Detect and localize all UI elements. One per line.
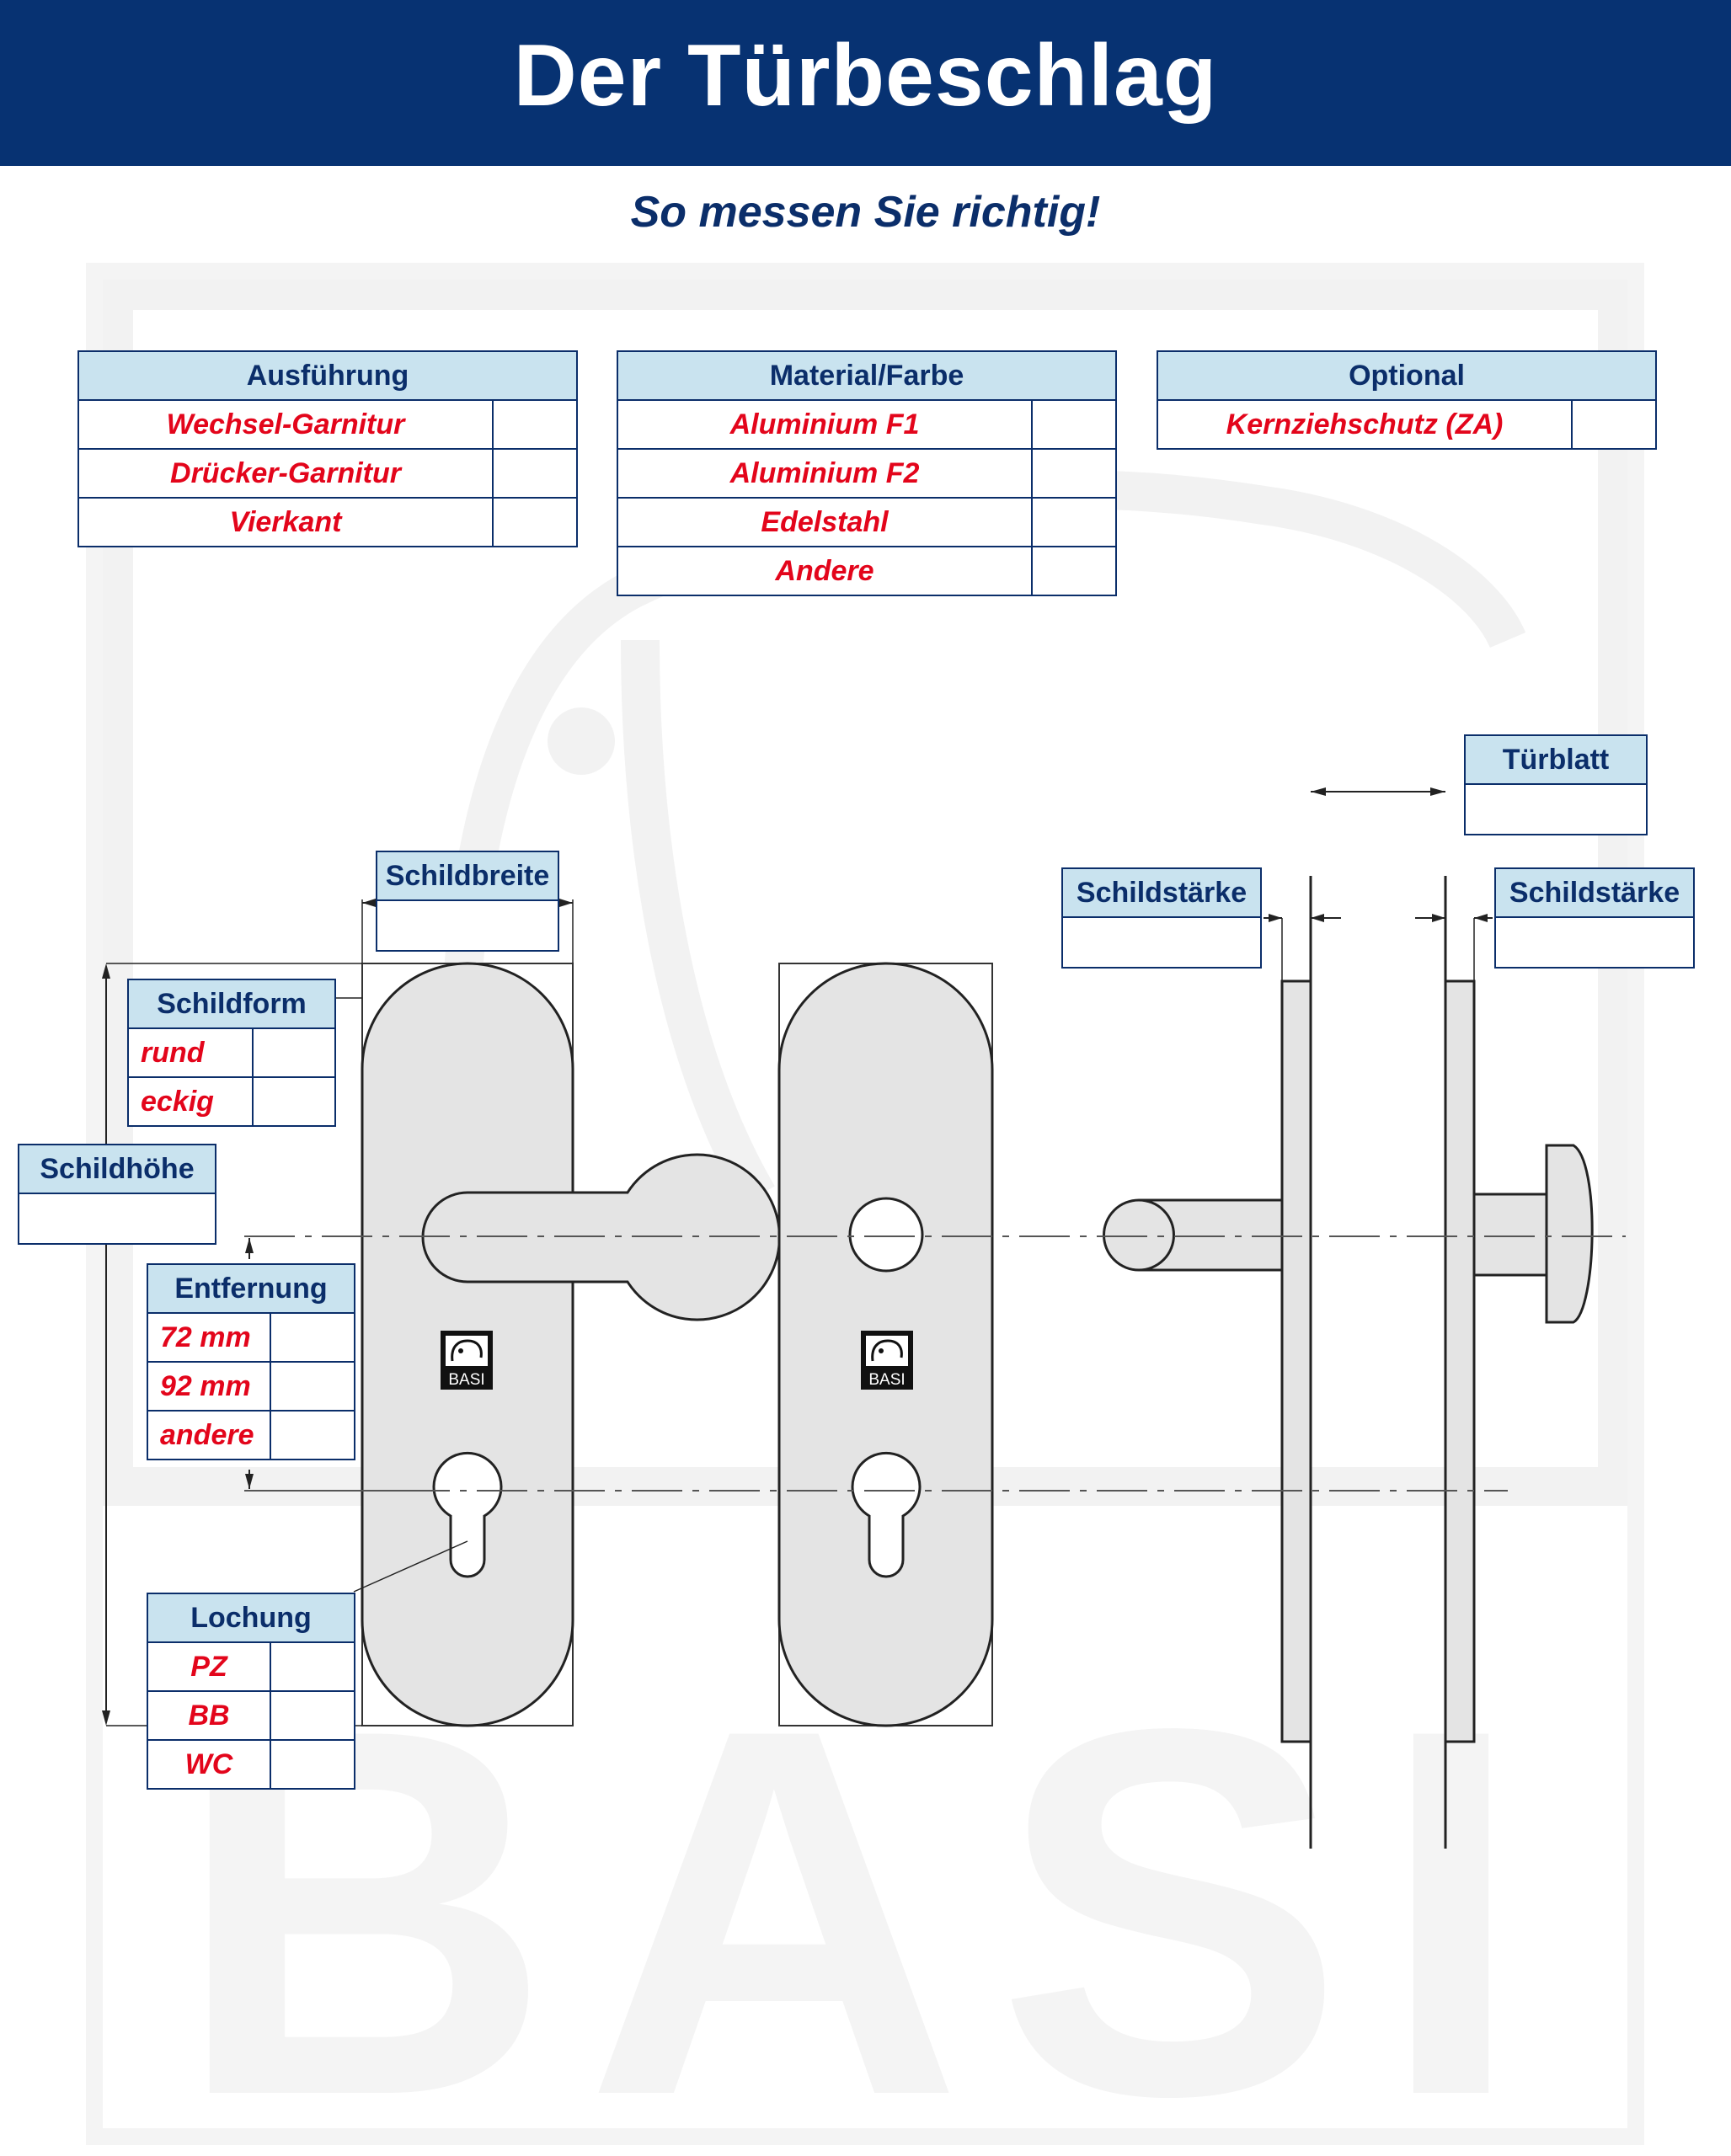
side-plate-left xyxy=(1280,979,1312,1743)
checkbox-aluminium-f1[interactable] xyxy=(1031,399,1117,450)
option-72mm: 72 mm xyxy=(147,1312,271,1363)
table-schildhoehe-header: Schildhöhe xyxy=(18,1144,216,1194)
table-schildstaerke-right: Schildstärke xyxy=(1494,867,1695,969)
table-schildbreite: Schildbreite xyxy=(376,851,559,952)
option-aluminium-f2: Aluminium F2 xyxy=(617,448,1033,499)
checkbox-andere-entfernung[interactable] xyxy=(270,1410,355,1460)
table-entfernung: Entfernung 72 mm 92 mm andere xyxy=(147,1263,355,1460)
side-lever xyxy=(1103,1198,1284,1272)
checkbox-vierkant[interactable] xyxy=(491,497,579,547)
option-eckig: eckig xyxy=(127,1076,254,1127)
svg-text:BASI: BASI xyxy=(868,1371,905,1389)
keyhole-right xyxy=(851,1451,922,1578)
table-schildform-header: Schildform xyxy=(126,979,337,1029)
table-schildstaerke-left: Schildstärke xyxy=(1061,867,1262,969)
option-kernziehschutz: Kernziehschutz (ZA) xyxy=(1157,399,1573,450)
option-rund: rund xyxy=(127,1027,254,1078)
table-lochung: Lochung PZ BB WC xyxy=(147,1593,355,1790)
basi-logo-right: BASI xyxy=(861,1331,913,1390)
checkbox-bb[interactable] xyxy=(270,1690,355,1741)
page-title: Der Türbeschlag xyxy=(513,27,1218,125)
keyhole-left xyxy=(432,1451,503,1578)
checkbox-edelstahl[interactable] xyxy=(1031,497,1117,547)
table-ausfuehrung-header: Ausführung xyxy=(77,350,579,401)
option-92mm: 92 mm xyxy=(147,1361,271,1412)
side-plate-right xyxy=(1444,979,1476,1743)
table-lochung-header: Lochung xyxy=(147,1593,355,1643)
option-druecker-garnitur: Drücker-Garnitur xyxy=(77,448,494,499)
input-tuerblatt[interactable] xyxy=(1464,783,1648,835)
checkbox-wc[interactable] xyxy=(270,1739,355,1790)
table-optional: Optional Kernziehschutz (ZA) xyxy=(1156,350,1658,450)
table-material: Material/Farbe Aluminium F1 Aluminium F2… xyxy=(617,350,1117,596)
option-wechsel-garnitur: Wechsel-Garnitur xyxy=(77,399,494,450)
table-ausfuehrung: Ausführung Wechsel-Garnitur Drücker-Garn… xyxy=(77,350,579,547)
table-schildform: Schildform rund eckig xyxy=(126,979,337,1127)
option-aluminium-f1: Aluminium F1 xyxy=(617,399,1033,450)
input-schildbreite[interactable] xyxy=(376,899,559,952)
option-andere-entfernung: andere xyxy=(147,1410,271,1460)
table-tuerblatt: Türblatt xyxy=(1464,734,1648,835)
checkbox-rund[interactable] xyxy=(251,1027,337,1078)
table-tuerblatt-header: Türblatt xyxy=(1464,734,1648,785)
checkbox-92mm[interactable] xyxy=(270,1361,355,1412)
table-schildhoehe: Schildhöhe xyxy=(18,1144,216,1245)
table-schildbreite-header: Schildbreite xyxy=(376,851,559,901)
input-schildstaerke-right[interactable] xyxy=(1494,916,1695,969)
table-schildstaerke-right-header: Schildstärke xyxy=(1494,867,1695,918)
knob-hole xyxy=(848,1197,924,1273)
option-wc: WC xyxy=(147,1739,271,1790)
center-lines xyxy=(244,1235,1626,1492)
table-optional-header: Optional xyxy=(1156,350,1658,401)
input-schildhoehe[interactable] xyxy=(18,1193,216,1245)
option-andere-material: Andere xyxy=(617,546,1033,596)
checkbox-eckig[interactable] xyxy=(251,1076,337,1127)
checkbox-kernziehschutz[interactable] xyxy=(1570,399,1658,450)
checkbox-andere-material[interactable] xyxy=(1031,546,1117,596)
input-schildstaerke-left[interactable] xyxy=(1061,916,1262,969)
table-schildstaerke-left-header: Schildstärke xyxy=(1061,867,1262,918)
side-knob xyxy=(1545,1144,1594,1324)
basi-logo-left: BASI xyxy=(441,1331,493,1390)
table-entfernung-header: Entfernung xyxy=(147,1263,355,1314)
side-lever-end xyxy=(1138,1198,1175,1272)
page-subtitle: So messen Sie richtig! xyxy=(630,188,1101,237)
checkbox-72mm[interactable] xyxy=(270,1312,355,1363)
option-bb: BB xyxy=(147,1690,271,1741)
option-edelstahl: Edelstahl xyxy=(617,497,1033,547)
svg-text:BASI: BASI xyxy=(448,1371,484,1389)
table-material-header: Material/Farbe xyxy=(617,350,1117,401)
option-pz: PZ xyxy=(147,1641,271,1692)
side-knob-neck xyxy=(1472,1193,1548,1277)
checkbox-wechsel-garnitur[interactable] xyxy=(491,399,579,450)
option-vierkant: Vierkant xyxy=(77,497,494,547)
side-view xyxy=(1103,876,1594,1849)
checkbox-aluminium-f2[interactable] xyxy=(1031,448,1117,499)
header-bar xyxy=(0,0,1731,166)
checkbox-druecker-garnitur[interactable] xyxy=(491,448,579,499)
checkbox-pz[interactable] xyxy=(270,1641,355,1692)
